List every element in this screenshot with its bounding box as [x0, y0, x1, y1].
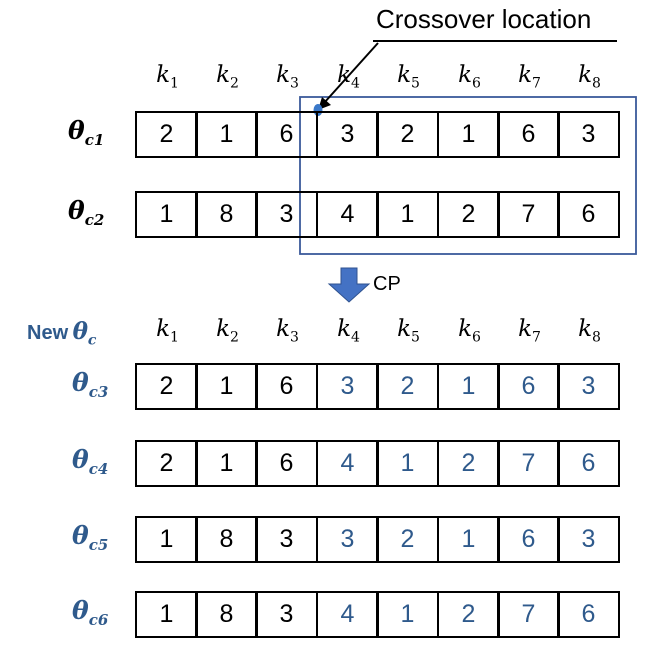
child-row-3-gene-7: 6: [497, 516, 560, 563]
k-label-bottom-4: k4: [337, 316, 360, 346]
child-row-1-gene-6: 1: [437, 363, 500, 410]
child-row-2-gene-1: 2: [135, 440, 198, 487]
crossover-point-dot: [313, 104, 323, 116]
crossover-location-label: Crossover location: [376, 4, 592, 34]
parent-row-2-gene-2: 8: [195, 191, 258, 238]
child-row-3-gene-1: 1: [135, 516, 198, 563]
k-label-bottom-5: k5: [397, 316, 420, 346]
k-label-top-7: k7: [518, 62, 541, 92]
parent-row-2-gene-1: 1: [135, 191, 198, 238]
child-row-4-gene-4: 4: [316, 591, 379, 638]
k-label-top-4: k4: [337, 62, 360, 92]
child-row-1-gene-3: 6: [255, 363, 318, 410]
child-row-4-gene-3: 3: [255, 591, 318, 638]
crossover-label-underline: [373, 40, 617, 42]
parent-row-1-gene-8: 3: [557, 111, 620, 158]
k-label-top-6: k6: [458, 62, 481, 92]
child-row-2-gene-7: 7: [497, 440, 560, 487]
parent-row-2-label: θc2: [68, 196, 105, 229]
child-row-1-gene-8: 3: [557, 363, 620, 410]
parent-row-1-gene-3: 6: [255, 111, 318, 158]
child-row-4-gene-8: 6: [557, 591, 620, 638]
parent-row-1-gene-7: 6: [497, 111, 560, 158]
child-row-3-label: θc5: [72, 521, 109, 554]
child-row-1-gene-5: 2: [376, 363, 439, 410]
child-row-4-gene-2: 8: [195, 591, 258, 638]
child-row-4-gene-1: 1: [135, 591, 198, 638]
child-row-4-label: θc6: [72, 596, 109, 629]
parent-row-1-gene-4: 3: [316, 111, 379, 158]
child-row-2-gene-5: 1: [376, 440, 439, 487]
child-row-2-gene-4: 4: [316, 440, 379, 487]
new-prefix: New: [27, 322, 69, 344]
cp-label: CP: [373, 273, 401, 295]
parent-row-1-label: θc1: [68, 116, 105, 149]
k-label-bottom-2: k2: [216, 316, 239, 346]
parent-row-2-gene-3: 3: [255, 191, 318, 238]
child-row-3-gene-8: 3: [557, 516, 620, 563]
new-theta-header: New θc: [27, 318, 96, 349]
cp-arrow-icon: [327, 267, 371, 303]
child-row-2-gene-3: 6: [255, 440, 318, 487]
parent-row-1-gene-6: 1: [437, 111, 500, 158]
child-row-3-gene-3: 3: [255, 516, 318, 563]
parent-row-2-gene-7: 7: [497, 191, 560, 238]
child-row-4-gene-5: 1: [376, 591, 439, 638]
child-row-1-gene-1: 2: [135, 363, 198, 410]
child-row-1-label: θc3: [72, 368, 109, 401]
new-theta-symbol: θc: [72, 318, 97, 349]
child-row-1-gene-2: 1: [195, 363, 258, 410]
child-row-2-label: θc4: [72, 445, 109, 478]
child-row-4-gene-7: 7: [497, 591, 560, 638]
child-row-2-gene-6: 2: [437, 440, 500, 487]
k-label-top-8: k8: [578, 62, 601, 92]
k-label-bottom-8: k8: [578, 316, 601, 346]
child-row-3-gene-6: 1: [437, 516, 500, 563]
parent-row-2-gene-5: 1: [376, 191, 439, 238]
k-label-bottom-7: k7: [518, 316, 541, 346]
k-label-bottom-1: k1: [156, 316, 179, 346]
k-label-top-3: k3: [276, 62, 299, 92]
parent-row-2-gene-4: 4: [316, 191, 379, 238]
k-label-top-1: k1: [156, 62, 179, 92]
parent-row-1-gene-5: 2: [376, 111, 439, 158]
k-label-bottom-6: k6: [458, 316, 481, 346]
child-row-3-gene-2: 8: [195, 516, 258, 563]
child-row-2-gene-2: 1: [195, 440, 258, 487]
child-row-3-gene-4: 3: [316, 516, 379, 563]
pointer-arrow-line: [323, 42, 379, 104]
child-row-1-gene-7: 6: [497, 363, 560, 410]
k-label-bottom-3: k3: [276, 316, 299, 346]
child-row-3-gene-5: 2: [376, 516, 439, 563]
crossover-region-box: [299, 96, 637, 255]
parent-row-1-gene-2: 1: [195, 111, 258, 158]
k-label-top-5: k5: [397, 62, 420, 92]
child-row-2-gene-8: 6: [557, 440, 620, 487]
child-row-1-gene-4: 3: [316, 363, 379, 410]
k-label-top-2: k2: [216, 62, 239, 92]
parent-row-2-gene-8: 6: [557, 191, 620, 238]
parent-row-2-gene-6: 2: [437, 191, 500, 238]
parent-row-1-gene-1: 2: [135, 111, 198, 158]
child-row-4-gene-6: 2: [437, 591, 500, 638]
